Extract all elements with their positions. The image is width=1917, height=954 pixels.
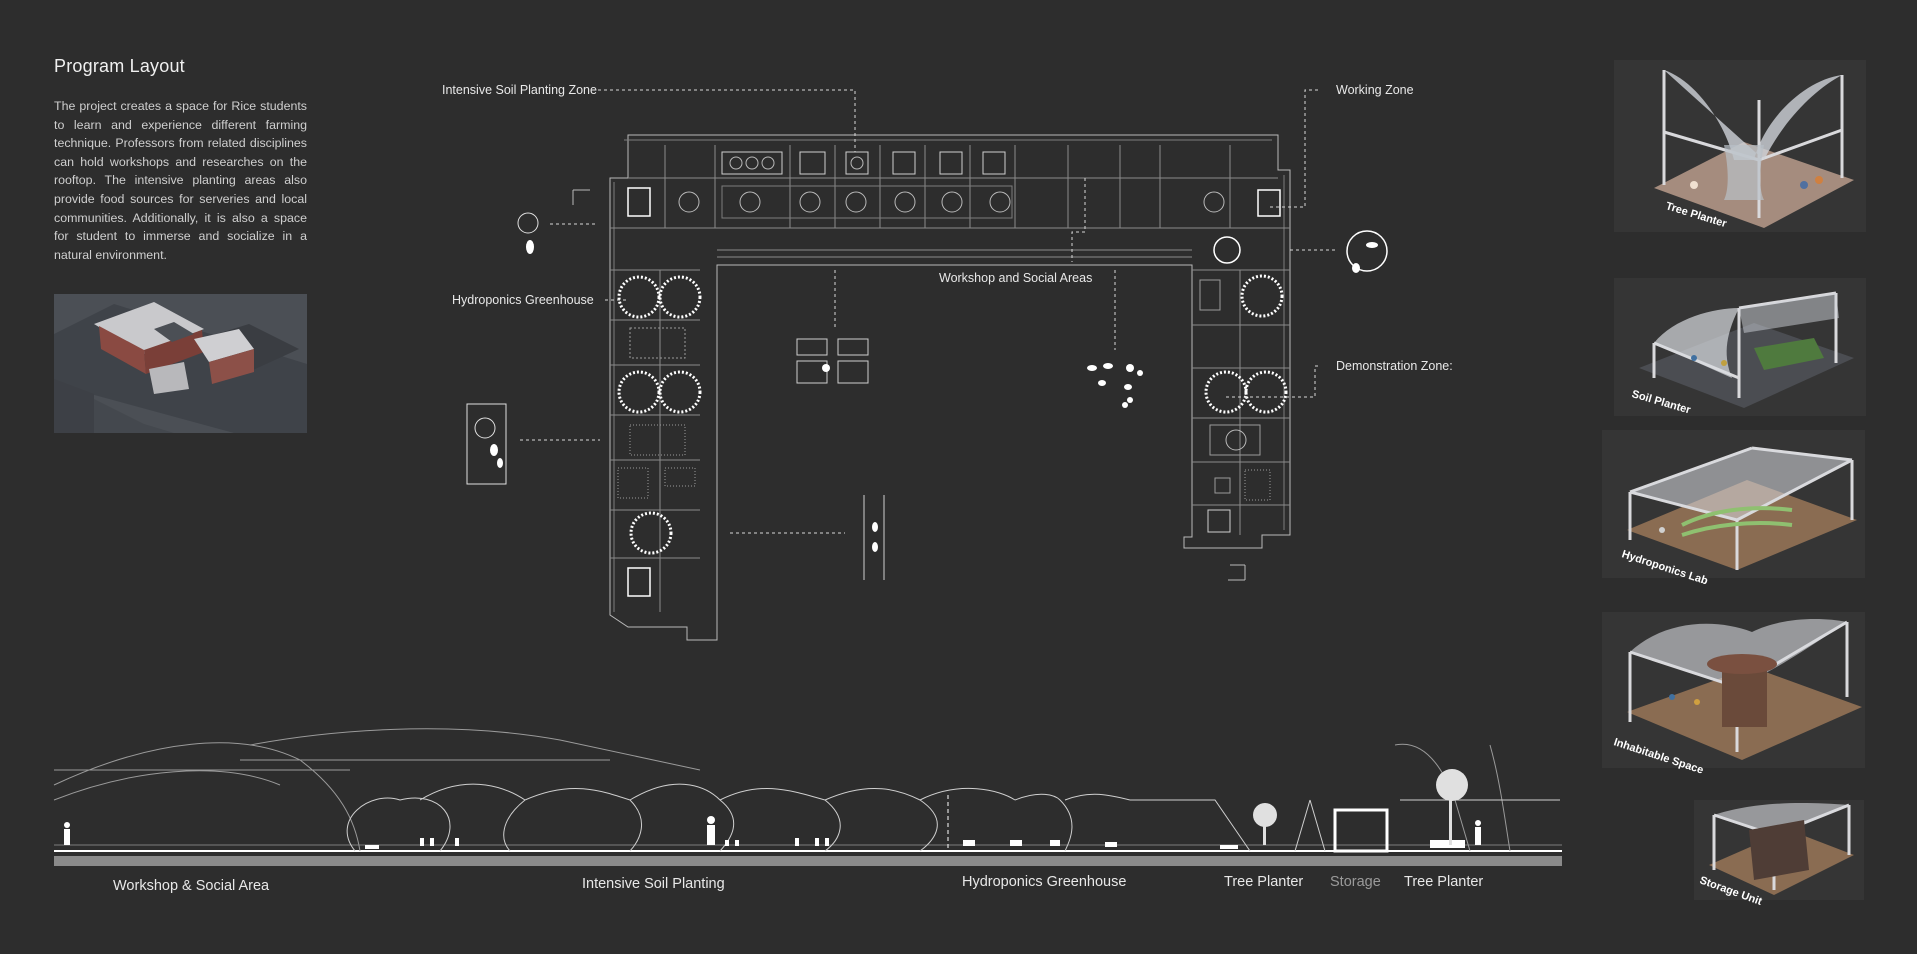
module-inhabitable-space: Inhabitable Space <box>1602 612 1865 777</box>
storage-unit-render <box>1709 803 1854 895</box>
hydroponics-lab-render <box>1627 446 1857 570</box>
aerial-render-image <box>54 294 307 433</box>
section-label-intensive-soil-planting: Intensive Soil Planting <box>582 876 725 892</box>
section-label-hydroponics-greenhouse: Hydroponics Greenhouse <box>962 874 1127 890</box>
section-label-storage: Storage <box>1330 874 1381 890</box>
tree-planter-render <box>1654 70 1854 228</box>
module-hydroponics-lab: Hydroponics Lab <box>1602 430 1865 587</box>
label-demonstration-zone: Demonstration Zone: <box>1336 359 1453 373</box>
project-description: The project creates a space for Rice stu… <box>54 99 307 262</box>
label-working-zone: Working Zone <box>1336 83 1414 97</box>
module-tree-planter: Tree Planter <box>1614 60 1866 232</box>
label-hydroponics-greenhouse: Hydroponics Greenhouse <box>452 293 594 307</box>
module-soil-planter: Soil Planter <box>1614 278 1866 416</box>
page-title: Program Layout <box>54 56 185 76</box>
section-label-workshop-social-area: Workshop & Social Area <box>113 878 270 894</box>
module-storage-unit: Storage Unit <box>1694 800 1864 908</box>
inhabitable-space-render <box>1627 619 1862 760</box>
label-intensive-soil-planting-zone: Intensive Soil Planting Zone <box>442 83 597 97</box>
section-label-tree-planter-2: Tree Planter <box>1404 874 1484 890</box>
label-workshop-social-areas: Workshop and Social Areas <box>939 271 1093 285</box>
soil-planter-render <box>1639 291 1854 408</box>
aerial-render-drawing <box>54 294 307 433</box>
section-label-tree-planter-1: Tree Planter <box>1224 874 1304 890</box>
